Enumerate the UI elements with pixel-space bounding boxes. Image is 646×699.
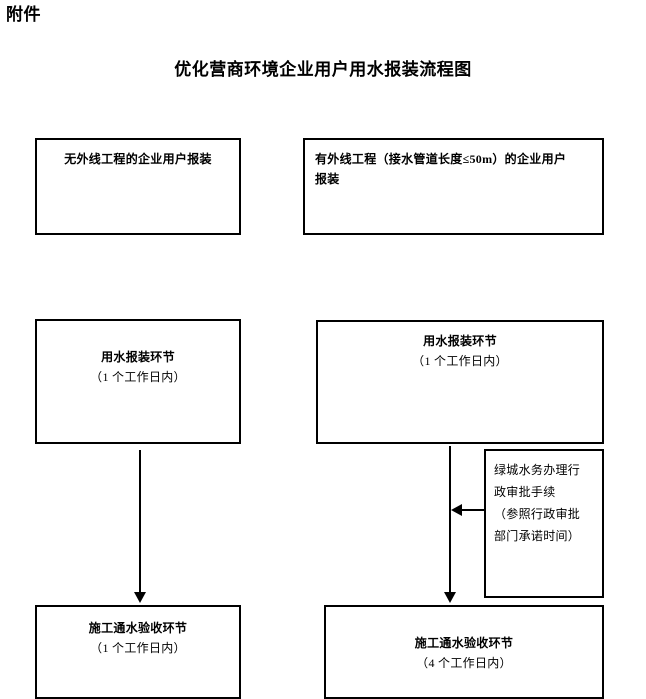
connector-left-application-to-acceptance-line [139,450,141,594]
node-no-exterior-project-line-1: 无外线工程的企业用户报装 [64,152,212,166]
node-water-application-right-line-1: 用水报装环节 [423,334,497,348]
attachment-label: 附件 [6,5,41,24]
node-administrative-approval: 绿城水务办理行 政审批手续 （参照行政审批 部门承诺时间） [484,449,604,598]
node-administrative-approval-line-3: （参照行政审批 [494,507,581,521]
node-construction-acceptance-left: 施工通水验收环节 （1 个工作日内） [35,605,241,699]
node-administrative-approval-line-2: 政审批手续 [494,485,556,499]
node-water-application-right-line-2: （1 个工作日内） [412,354,508,368]
node-construction-acceptance-left-line-1: 施工通水验收环节 [88,621,188,635]
node-construction-acceptance-right-line-2: （4 个工作日内） [416,656,512,670]
connector-right-application-to-acceptance-line [449,446,451,594]
node-construction-acceptance-left-line-2: （1 个工作日内） [90,641,186,655]
node-water-application-left-line-1: 用水报装环节 [101,350,175,364]
connector-approval-to-flow-arrowhead [451,504,462,516]
node-no-exterior-project: 无外线工程的企业用户报装 [35,138,241,235]
node-with-exterior-project-line-2: 报装 [315,172,340,186]
node-water-application-left-line-2: （1 个工作日内） [90,370,186,384]
connector-approval-to-flow-line [462,509,486,511]
node-with-exterior-project: 有外线工程（接水管道长度≤50m）的企业用户 报装 [303,138,604,235]
node-water-application-left: 用水报装环节 （1 个工作日内） [35,319,241,444]
node-administrative-approval-line-4: 部门承诺时间） [494,529,581,543]
node-with-exterior-project-line-1: 有外线工程（接水管道长度≤50m）的企业用户 [315,152,567,166]
node-construction-acceptance-right: 施工通水验收环节 （4 个工作日内） [324,605,604,699]
node-administrative-approval-line-1: 绿城水务办理行 [494,463,581,477]
node-water-application-right-text-block: 用水报装环节 （1 个工作日内） [329,331,591,371]
connector-right-application-to-acceptance-arrowhead [444,592,456,603]
page-title: 优化营商环境企业用户用水报装流程图 [174,60,472,79]
node-water-application-right: 用水报装环节 （1 个工作日内） [316,320,604,444]
connector-left-application-to-acceptance-arrowhead [134,592,146,603]
node-construction-acceptance-right-line-1: 施工通水验收环节 [414,636,514,650]
